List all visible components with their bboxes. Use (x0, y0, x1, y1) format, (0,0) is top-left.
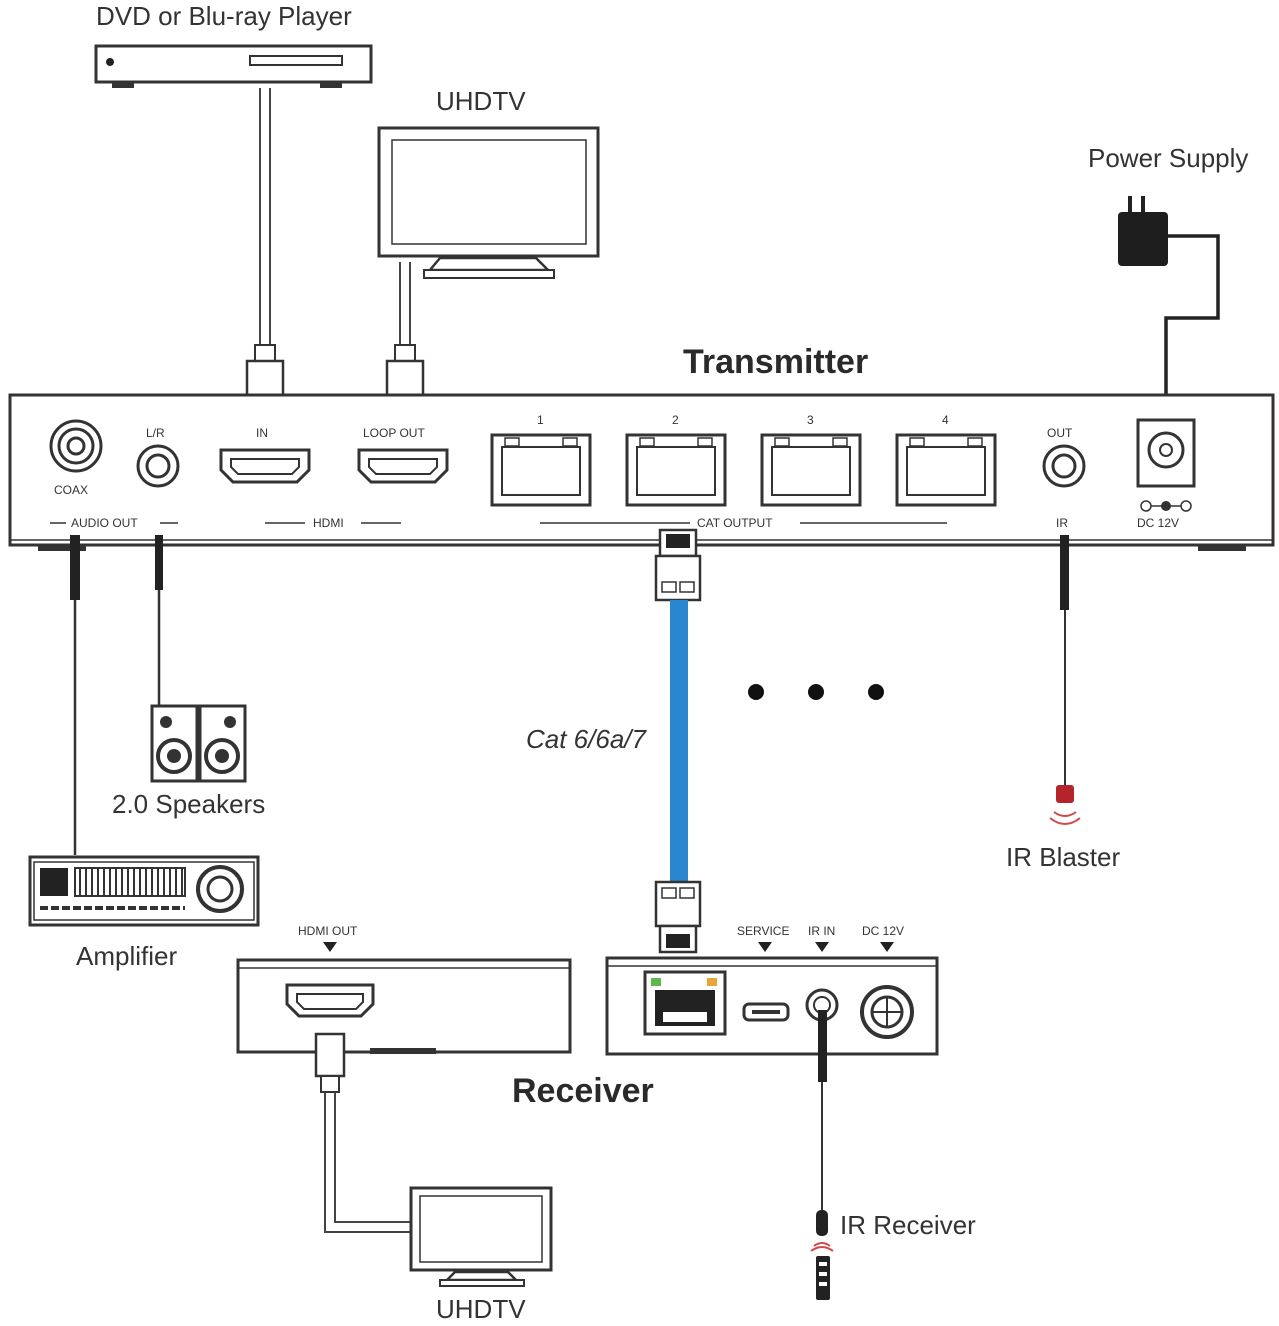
dc-power-port-icon (1136, 418, 1196, 512)
uhdtv-top-icon (377, 126, 600, 279)
loop-out-label: LOOP OUT (363, 426, 425, 440)
cat-port-3-icon (760, 433, 862, 507)
power-supply-label: Power Supply (1088, 143, 1248, 173)
speakers-icon (150, 704, 247, 783)
uhdtv-top-label: UHDTV (436, 86, 526, 116)
audio-out-group-label: AUDIO OUT (71, 516, 138, 530)
hdmi-group-label: HDMI (313, 516, 344, 530)
cat-port-1-label: 1 (537, 413, 544, 427)
ir-blaster-cable (1060, 535, 1069, 785)
lr-audio-port-icon (136, 444, 180, 488)
hdmi-in-port-icon (219, 448, 311, 484)
amplifier-label: Amplifier (76, 941, 177, 971)
ir-receiver-cable (818, 1010, 827, 1210)
ir-blaster-icon (1049, 785, 1081, 825)
receiver-dc-label: DC 12V (862, 924, 904, 938)
coax-audio-cable (70, 535, 80, 855)
service-label: SERVICE (737, 924, 789, 938)
lr-label: L/R (146, 426, 165, 440)
hdmi-in-label: IN (256, 426, 268, 440)
more-receivers-dots (748, 684, 884, 700)
ir-out-label: OUT (1047, 426, 1073, 440)
ir-group-label: IR (1056, 516, 1068, 530)
hdmi-cable-player (245, 88, 285, 416)
receiver-hdmi-side (236, 958, 572, 1054)
cat-port-1-icon (490, 433, 592, 507)
dc-label: DC 12V (1137, 516, 1179, 530)
cat-cable-label: Cat 6/6a/7 (526, 724, 648, 754)
dvd-player-label: DVD or Blu-ray Player (96, 1, 352, 31)
power-supply-icon (1118, 196, 1220, 420)
ir-receiver-label: IR Receiver (840, 1210, 976, 1240)
ir-receiver-icon (810, 1210, 834, 1300)
coax-port-icon (49, 419, 103, 473)
cat-port-2-label: 2 (672, 413, 679, 427)
ir-out-port-icon (1042, 444, 1086, 488)
cat-port-4-icon (895, 433, 997, 507)
receiver-cat-side (605, 956, 939, 1056)
ir-in-label: IR IN (808, 924, 835, 938)
hdmi-cable-bottom (314, 1032, 412, 1233)
receiver-title: Receiver (512, 1072, 654, 1110)
cat-port-2-icon (625, 433, 727, 507)
cat-port-4-label: 4 (942, 413, 949, 427)
dvd-player-icon (94, 44, 373, 88)
lr-audio-cable (155, 535, 163, 706)
speakers-label: 2.0 Speakers (112, 789, 265, 819)
cat-port-3-label: 3 (807, 413, 814, 427)
hdmi-out-label: HDMI OUT (298, 924, 358, 938)
amplifier-icon (28, 855, 260, 927)
hdmi-loop-out-port-icon (357, 448, 449, 484)
hdmi-cable-tv (385, 262, 425, 416)
cat-cable (654, 528, 702, 954)
uhdtv-bottom-icon (409, 1186, 553, 1287)
ir-blaster-label: IR Blaster (1006, 842, 1120, 872)
transmitter-title: Transmitter (683, 343, 868, 381)
uhdtv-bottom-label: UHDTV (436, 1294, 526, 1324)
cat-output-group-label: CAT OUTPUT (697, 516, 773, 530)
coax-label: COAX (54, 483, 88, 497)
